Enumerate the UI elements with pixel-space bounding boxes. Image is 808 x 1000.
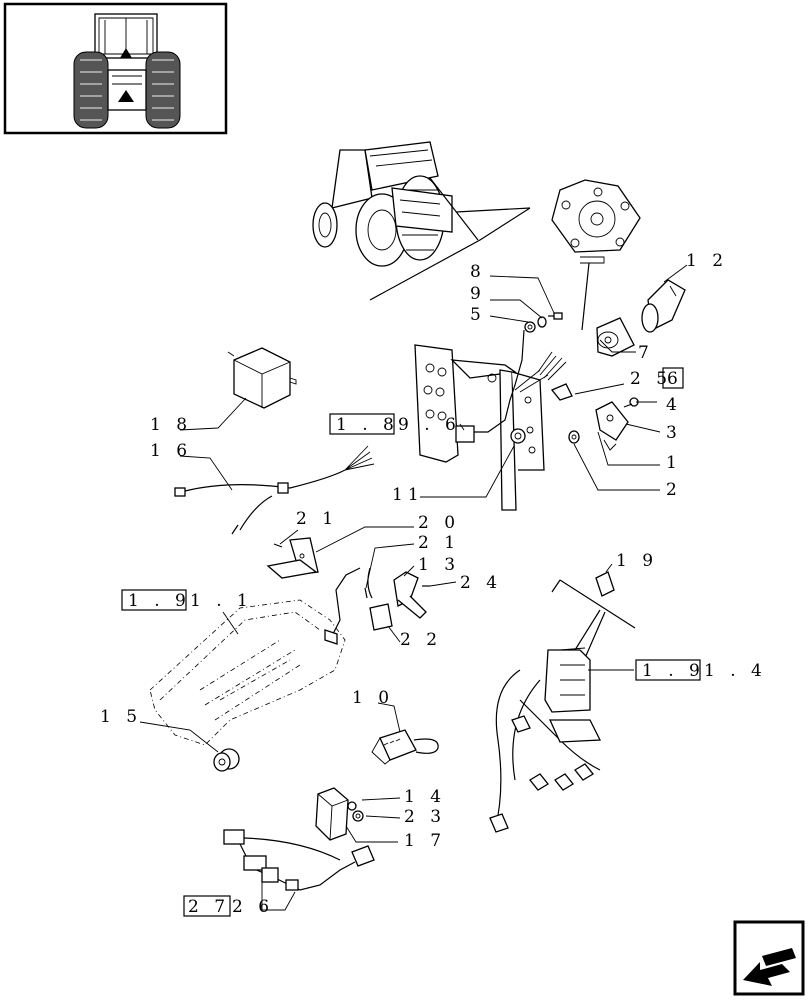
label-7: 7 — [638, 343, 654, 363]
wiring-harness-26 — [223, 829, 375, 891]
relay-box-18 — [227, 347, 297, 409]
screw-4 — [623, 397, 639, 408]
label-6: 6 — [667, 369, 683, 389]
screw-21b — [364, 587, 368, 599]
label-21b: 2 1 — [418, 533, 460, 553]
ref-box-27 — [183, 895, 231, 917]
label-20: 2 0 — [418, 513, 460, 533]
toggle-switch-13 — [367, 567, 427, 619]
socket-face-illustration — [551, 179, 641, 331]
switch-body-3 — [595, 401, 629, 451]
ref-box-1-89 — [329, 413, 395, 435]
label-24: 2 4 — [460, 573, 502, 593]
label-13: 1 3 — [418, 555, 460, 575]
ref-box-6 — [662, 367, 684, 389]
label-25: 2 5 — [630, 369, 672, 389]
label-4: 4 — [666, 395, 682, 415]
main-harness-reference-1-91-4 — [489, 579, 636, 833]
spacer-15 — [213, 748, 240, 772]
previous-page-arrow-icon[interactable] — [733, 920, 805, 996]
socket-body-7 — [596, 317, 635, 357]
label-ref-1-89-tail: 9 . 6 — [398, 415, 461, 435]
tractor-thumbnail — [3, 2, 228, 135]
label-14: 1 4 — [404, 787, 446, 807]
connector-10 — [371, 729, 439, 765]
label-ref-1-91: 1 . 9 — [128, 591, 191, 611]
bracket-20 — [266, 537, 319, 579]
ref-box-1-91 — [121, 589, 187, 611]
washer-2 — [568, 430, 580, 444]
bolt-8 — [548, 312, 563, 320]
label-17: 1 7 — [404, 831, 446, 851]
ref-box-1-91-4 — [635, 659, 701, 681]
screw-21a — [273, 543, 283, 548]
label-ref-1-89: 1 . 8 — [336, 415, 399, 435]
sensor-19 — [595, 571, 615, 597]
washer-9 — [537, 316, 547, 328]
label-ref-1-91-4: 1 . 9 — [642, 661, 705, 681]
wiring-harness-16 — [174, 445, 375, 535]
grommet-11 — [510, 428, 526, 444]
relay-17 — [315, 787, 349, 841]
washer-14 — [347, 801, 357, 811]
nut-23 — [352, 810, 364, 822]
label-ref-27: 2 7 — [188, 897, 230, 917]
mounting-bracket-plate — [414, 329, 549, 511]
label-ref-1-91-4-tail: 1 . 4 — [704, 661, 767, 681]
label-10: 1 0 — [352, 688, 394, 708]
console-reference-1-91-1 — [149, 567, 361, 746]
bracket-22 — [369, 603, 393, 631]
label-9: 9 — [470, 284, 486, 304]
label-8: 8 — [470, 262, 486, 282]
tractor-rear-thumbnail-icon — [73, 13, 181, 129]
label-22: 2 2 — [400, 630, 442, 650]
rubber-cap-12 — [641, 279, 686, 333]
grommet-25 — [550, 383, 573, 401]
label-11: 11 — [392, 485, 424, 505]
leader-lines — [139, 264, 688, 911]
label-1: 1 — [666, 453, 682, 473]
label-2: 2 — [666, 480, 682, 500]
label-19: 1 9 — [616, 551, 658, 571]
label-12: 1 2 — [686, 251, 728, 271]
label-21a: 2 1 — [296, 509, 338, 529]
label-18: 1 8 — [150, 415, 192, 435]
label-ref-27-tail: 2 6 — [232, 897, 274, 917]
label-ref-1-91-tail: 1 . 1 — [190, 591, 253, 611]
label-5: 5 — [470, 305, 486, 325]
tractor-overview-illustration — [312, 141, 531, 267]
label-15: 1 5 — [100, 707, 142, 727]
nut-5 — [524, 321, 536, 333]
label-16: 1 6 — [150, 441, 192, 461]
wire-pigtail-top — [537, 351, 567, 381]
label-3: 3 — [666, 423, 682, 443]
label-23: 2 3 — [404, 807, 446, 827]
